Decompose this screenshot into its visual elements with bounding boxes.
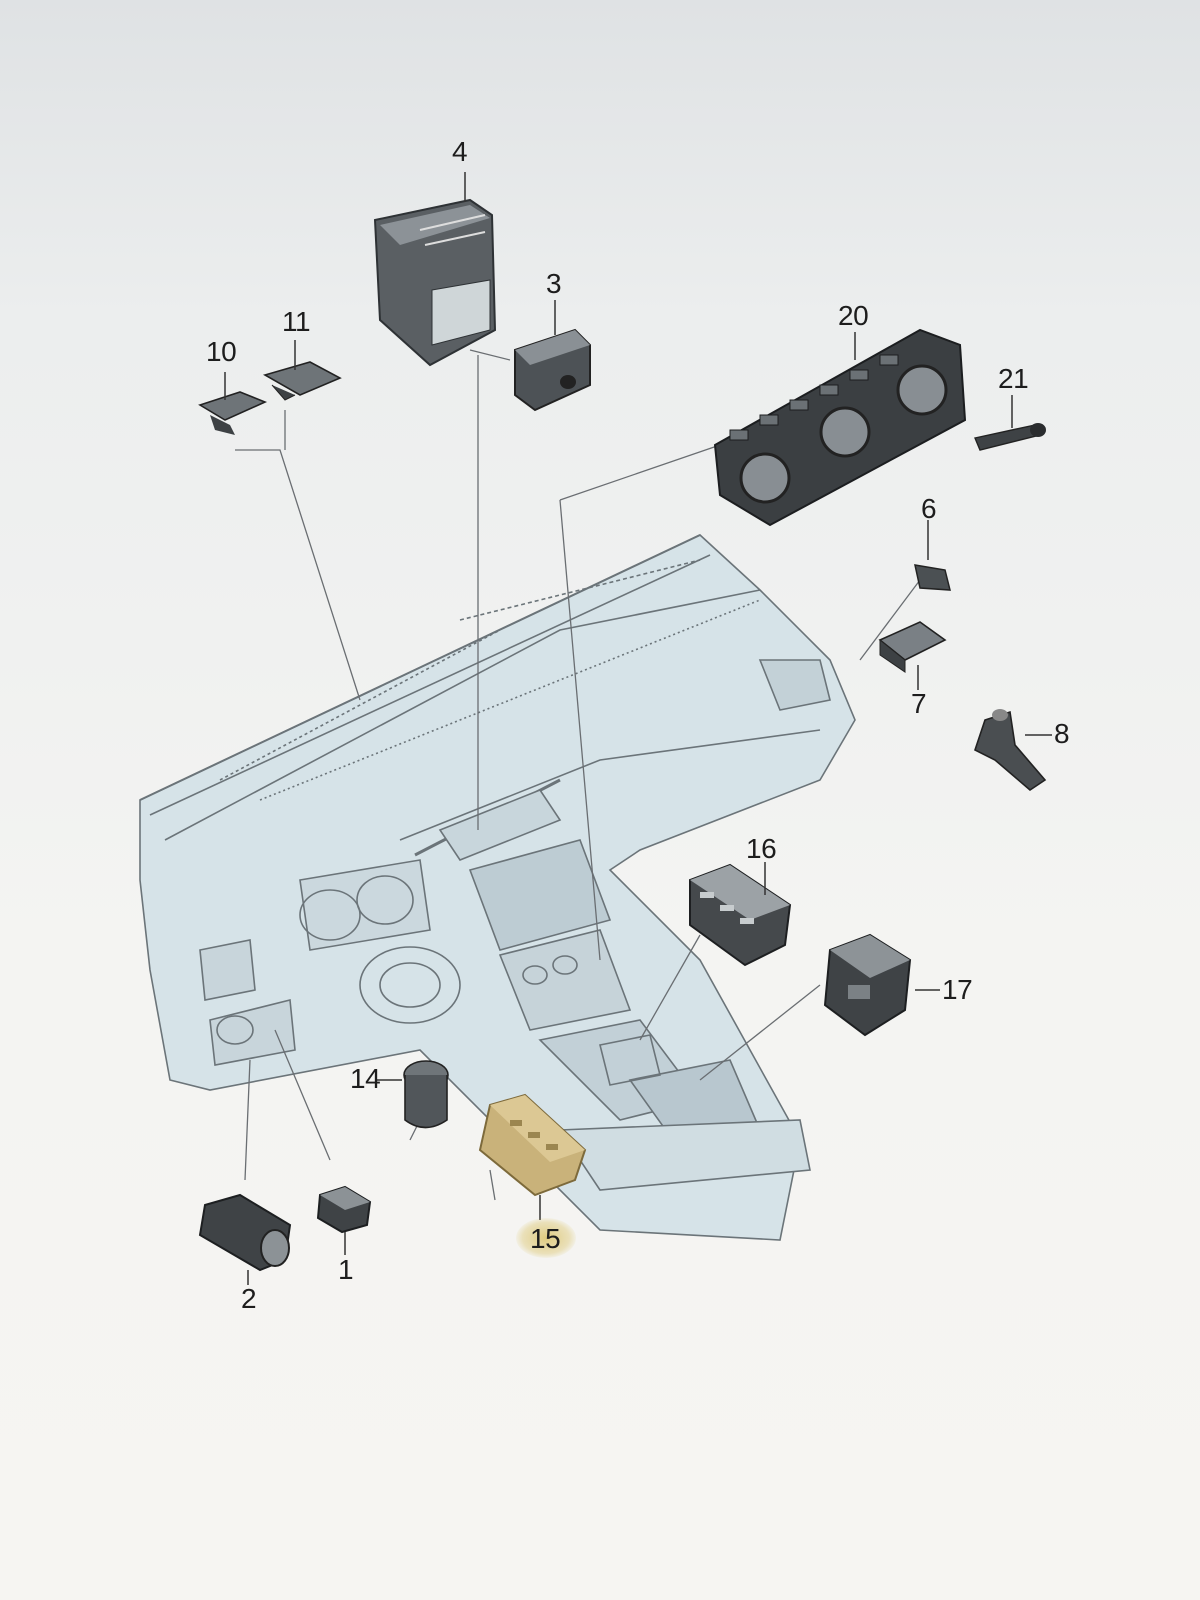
callout-4: 4 bbox=[452, 136, 468, 167]
part-7-illustration bbox=[878, 621, 947, 673]
part-15-illustration bbox=[478, 1093, 587, 1197]
callout-8: 8 bbox=[1054, 718, 1070, 749]
part-6-illustration bbox=[914, 564, 951, 591]
leader-lines bbox=[235, 349, 921, 1201]
part-2-illustration bbox=[198, 1193, 292, 1272]
part-11-illustration bbox=[262, 361, 342, 401]
callout-15: 15 bbox=[530, 1223, 561, 1254]
callout-2: 2 bbox=[241, 1283, 257, 1314]
part-16-illustration bbox=[689, 863, 792, 967]
part-4-illustration bbox=[373, 198, 497, 367]
part-8-illustration bbox=[974, 709, 1047, 792]
callout-7: 7 bbox=[911, 688, 927, 719]
callout-11: 11 bbox=[282, 306, 311, 337]
callout-10: 10 bbox=[206, 336, 237, 367]
part-10-illustration bbox=[198, 391, 268, 435]
callout-17: 17 bbox=[942, 974, 973, 1005]
dashboard-body bbox=[139, 534, 856, 1241]
part-20-illustration bbox=[713, 328, 967, 527]
part-21-illustration bbox=[974, 423, 1046, 451]
callout-1: 1 bbox=[338, 1254, 354, 1285]
callout-14: 14 bbox=[350, 1063, 381, 1094]
part-3-illustration bbox=[514, 328, 591, 412]
callout-21: 21 bbox=[998, 363, 1029, 394]
part-1-illustration bbox=[316, 1185, 372, 1234]
callout-20: 20 bbox=[838, 300, 869, 331]
callout-16: 16 bbox=[746, 833, 777, 864]
part-14-illustration bbox=[403, 1060, 449, 1129]
part-15-highlight bbox=[516, 1218, 576, 1258]
callout-6: 6 bbox=[921, 493, 937, 524]
part-17-illustration bbox=[823, 933, 912, 1037]
callout-3: 3 bbox=[546, 268, 562, 299]
callout-ticks bbox=[224, 172, 1052, 1285]
